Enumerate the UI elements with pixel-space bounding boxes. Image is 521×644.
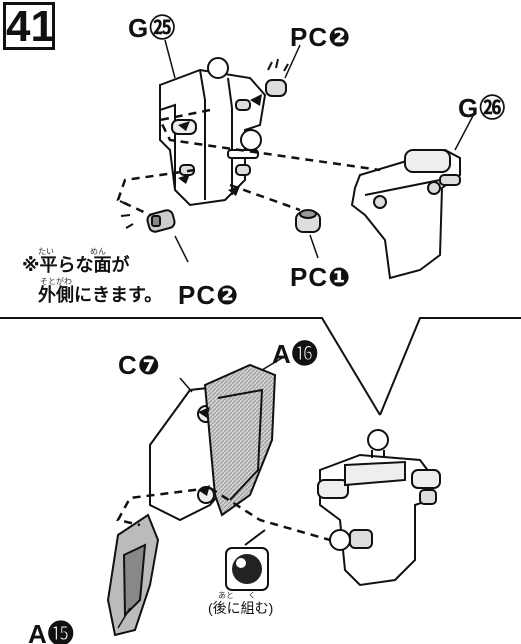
caption-ruby-ato: あと — [218, 591, 234, 600]
g25-torso-frame — [159, 57, 267, 207]
pc2-bottom-label: PC❷ — [178, 280, 240, 310]
pc1-part — [295, 209, 321, 233]
later-assembly-marker — [225, 529, 269, 591]
c7-label: C❼ — [118, 350, 161, 380]
caption-ruby-ku: く — [248, 591, 256, 600]
note-line-2: 外側にきます。 — [38, 285, 163, 305]
pc1-label: PC❶ — [290, 262, 352, 292]
pc2-top-part — [265, 58, 289, 97]
note-ruby-tai: たい — [38, 247, 54, 256]
assembled-torso — [317, 429, 441, 587]
assembly-guides-top — [116, 108, 381, 217]
note-ruby-sotogawa: そとがわ — [40, 277, 72, 286]
a16-part — [203, 363, 277, 517]
part-leader-lines — [117, 39, 476, 629]
a15-part — [106, 513, 160, 637]
g26-label: G㉖ — [458, 93, 507, 123]
assembly-arrows-top — [178, 94, 262, 196]
later-assembly-caption: (後に組む) — [208, 600, 274, 616]
assembly-arrows-bottom — [198, 407, 210, 496]
note-line-1: ※平らな面が — [22, 255, 130, 275]
note-ruby-men: めん — [90, 247, 106, 256]
a15-label: A⓯ — [28, 619, 75, 644]
g26-part — [350, 148, 461, 280]
g25-label: G㉕ — [128, 13, 177, 43]
step-divider — [0, 317, 521, 416]
pc2-top-label: PC❷ — [290, 22, 352, 52]
a16-label: A⓰ — [272, 339, 319, 369]
assembly-guides-bottom — [116, 486, 331, 542]
step-number: 41 — [3, 2, 55, 50]
